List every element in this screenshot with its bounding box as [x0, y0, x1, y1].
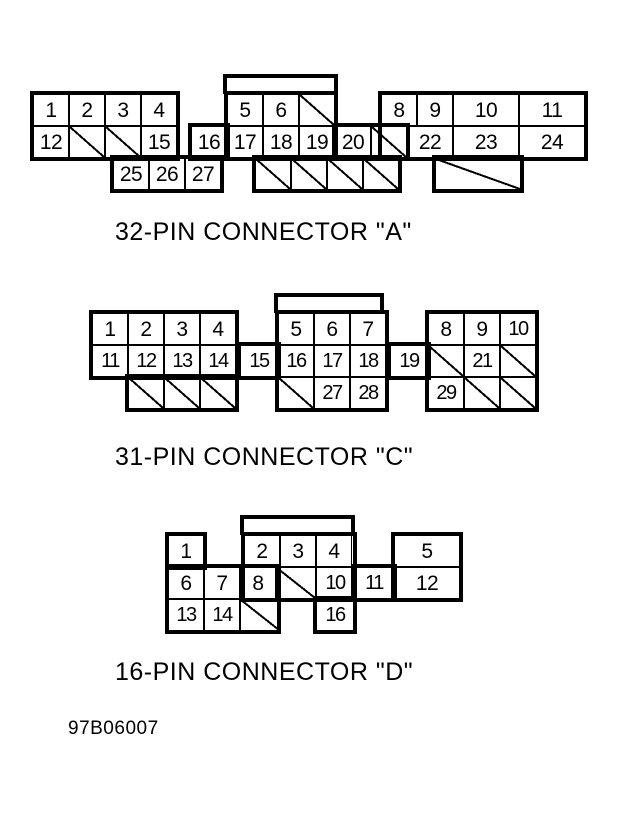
connector-c-blank-bot-4	[278, 377, 314, 409]
connector-c-blank-mid-22	[500, 345, 536, 377]
connector-c-pin-19: 19	[390, 345, 428, 377]
connector-c-blank-bot-3	[200, 377, 236, 409]
connector-c-pin-17: 17	[314, 345, 350, 377]
connector-c-pin-12: 12	[128, 345, 164, 377]
connector-a-pin-26: 26	[149, 158, 185, 190]
connector-d-pin-12: 12	[394, 567, 460, 599]
connector-c-locking-tab	[274, 293, 384, 313]
connector-a-blank-bot-1	[255, 158, 291, 190]
connector-a-caption: 32-PIN CONNECTOR "A"	[115, 218, 412, 246]
connector-c-caption: 31-PIN CONNECTOR "C"	[115, 443, 414, 471]
connector-c-pin-5: 5	[278, 313, 314, 345]
connector-a-blank-mid-14	[105, 126, 141, 158]
connector-a-pin-23: 23	[453, 126, 519, 158]
connector-d-locking-tab	[240, 515, 355, 535]
drawing-reference-code: 97B06007	[68, 718, 159, 739]
connector-d-pin-14: 14	[204, 599, 240, 631]
connector-c-pin-8: 8	[428, 313, 464, 345]
connector-d-pin-13: 13	[168, 599, 204, 631]
connector-a-pin-20: 20	[335, 126, 371, 158]
connector-c-pin-28: 28	[350, 377, 386, 409]
connector-c-pin-27: 27	[314, 377, 350, 409]
connector-c-pin-15: 15	[240, 345, 278, 377]
connector-c-pin-11: 11	[92, 345, 128, 377]
connector-c-pin-9: 9	[464, 313, 500, 345]
connector-c-pin-16: 16	[278, 345, 314, 377]
connector-c-pin-10: 10	[500, 313, 536, 345]
connector-c-blank-bot-5	[464, 377, 500, 409]
connector-a-blank-bot-2	[291, 158, 327, 190]
connector-c-pin-7: 7	[350, 313, 386, 345]
connector-c-blank-bot-1	[128, 377, 164, 409]
connector-d-pin-6: 6	[168, 567, 204, 599]
connector-c-pin-2: 2	[128, 313, 164, 345]
connector-c-pin-29: 29	[428, 377, 464, 409]
connector-d-pin-16: 16	[316, 599, 354, 631]
connector-a-pin-24: 24	[519, 126, 585, 158]
connector-a-pin-12: 12	[33, 126, 69, 158]
connector-c-pin-3: 3	[164, 313, 200, 345]
connector-d-caption: 16-PIN CONNECTOR "D"	[115, 658, 414, 686]
connector-c-pin-18: 18	[350, 345, 386, 377]
connector-d-pin-1: 1	[168, 535, 204, 567]
connector-a-pin-22: 22	[407, 126, 453, 158]
connector-a-pin-1: 1	[33, 94, 69, 126]
connector-c-pin-1: 1	[92, 313, 128, 345]
connector-d-pin-10: 10	[316, 567, 354, 599]
connector-a-pin-25: 25	[113, 158, 149, 190]
connector-a-pin-18: 18	[263, 126, 299, 158]
connector-a-pin-3: 3	[105, 94, 141, 126]
connector-a-blank-top-7	[299, 94, 335, 126]
connector-c-pin-21: 21	[464, 345, 500, 377]
connector-d-pin-2: 2	[244, 535, 280, 567]
connector-d-blank-mid-9	[276, 567, 316, 599]
connector-c-pin-6: 6	[314, 313, 350, 345]
connector-c-pin-14: 14	[200, 345, 236, 377]
connector-a-pin-2: 2	[69, 94, 105, 126]
connector-d-pin-7: 7	[204, 567, 240, 599]
connector-a-locking-tab	[223, 74, 338, 94]
connector-a-pin-27: 27	[185, 158, 221, 190]
connector-d-diagram: 1 2 3 4 5 6 7 8 10 11 12 13 14 16 16-PIN…	[0, 0, 638, 686]
connector-d-pin-8: 8	[240, 567, 276, 599]
connector-a-pin-6: 6	[263, 94, 299, 126]
connector-a-pin-16: 16	[191, 126, 227, 158]
connector-d-pin-4: 4	[316, 535, 352, 567]
connector-c-pin-13: 13	[164, 345, 200, 377]
connector-d-pin-5: 5	[394, 535, 460, 567]
connector-a-pin-11: 11	[519, 94, 585, 126]
connector-a-blank-mid-13	[69, 126, 105, 158]
connector-d-pin-11: 11	[354, 567, 394, 599]
connector-c-blank-mid-20	[428, 345, 464, 377]
connector-c-blank-bot-2	[164, 377, 200, 409]
connector-c-blank-bot-6	[500, 377, 536, 409]
connector-d-blank-bot-15	[240, 599, 280, 631]
connector-a-pin-19: 19	[299, 126, 335, 158]
connector-d-pin-3: 3	[280, 535, 316, 567]
connector-c-pin-4: 4	[200, 313, 236, 345]
